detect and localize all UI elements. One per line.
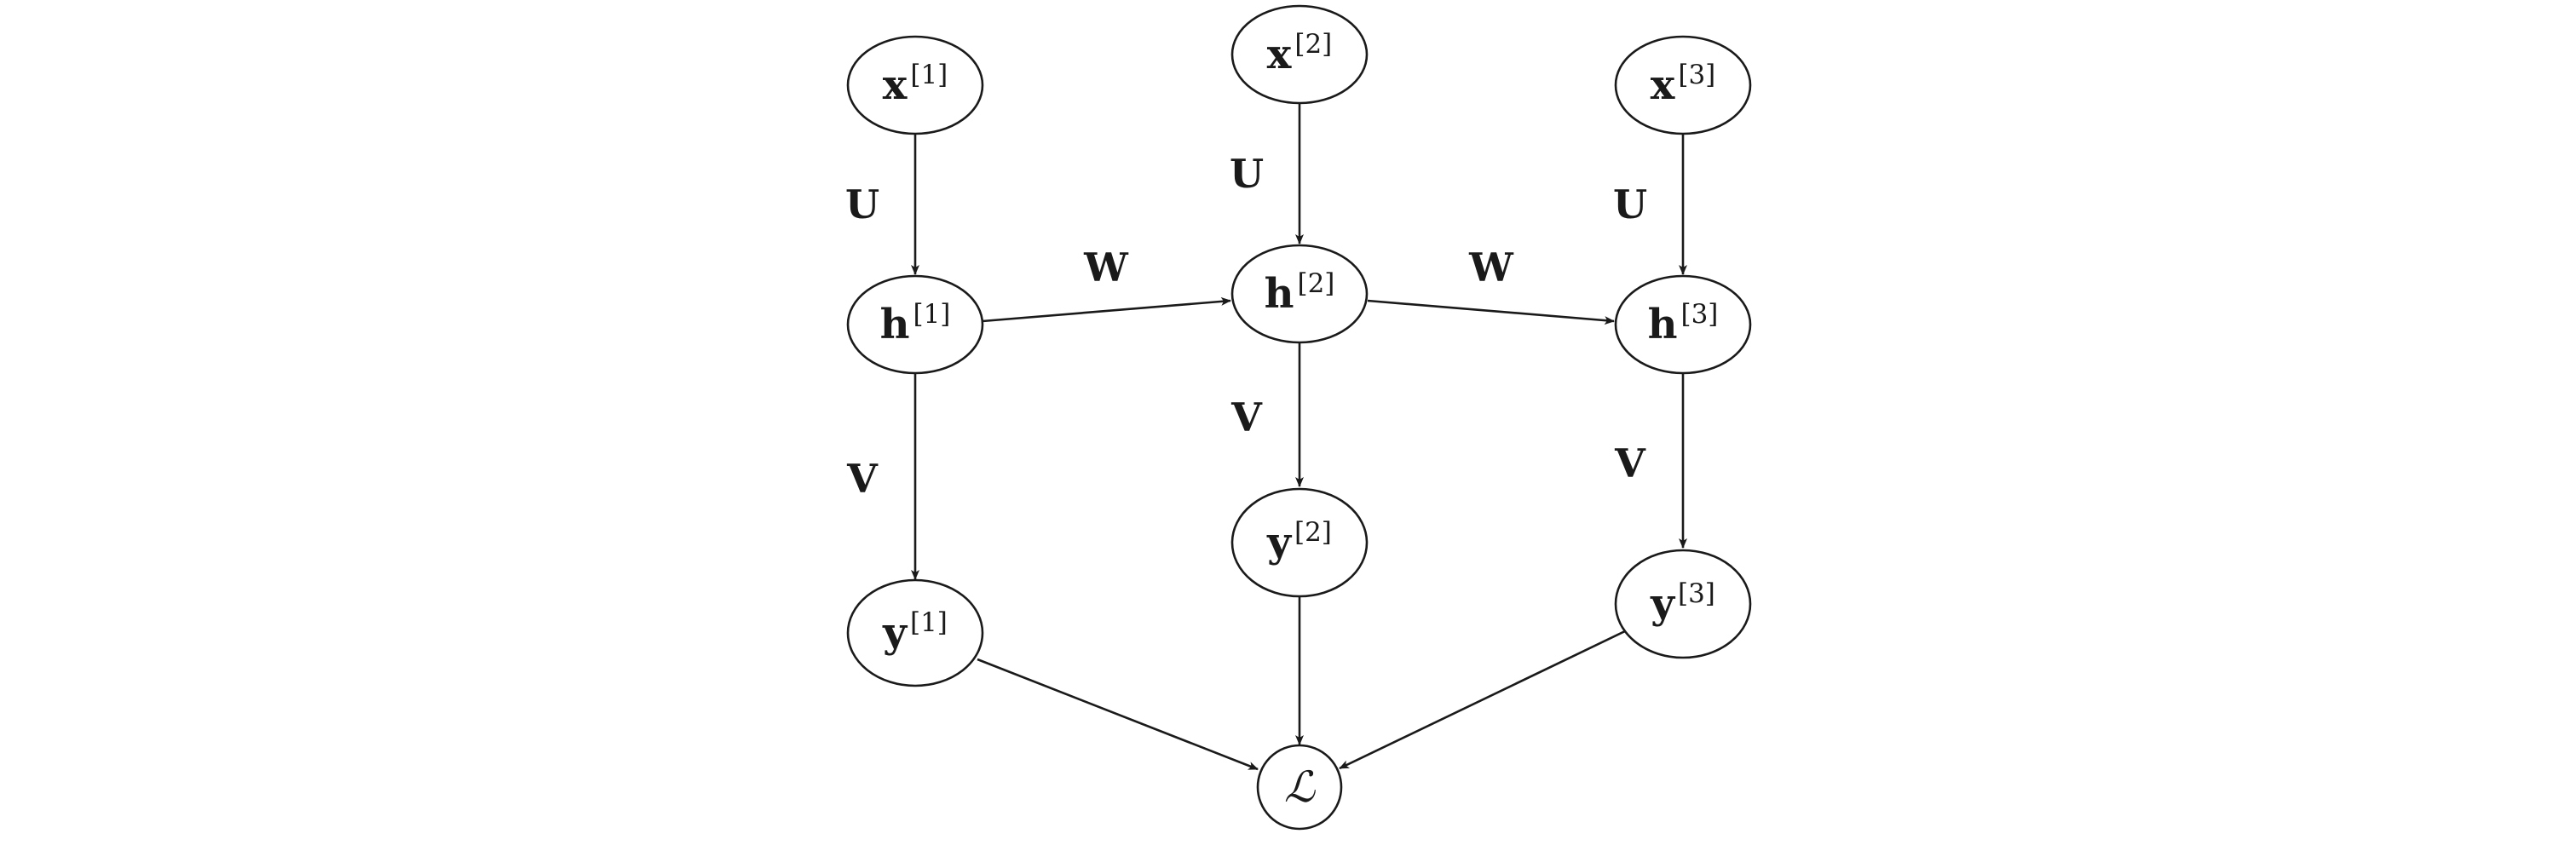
edge-label-w12: W xyxy=(1083,244,1129,290)
node-x2: x[2] xyxy=(1230,4,1369,105)
node-x1-ellipse xyxy=(846,35,984,135)
node-x3-label: x[3] xyxy=(1651,60,1716,109)
edge-label-v1: V xyxy=(846,456,879,502)
edge-label-u3: U xyxy=(1613,181,1647,227)
node-y1-label: y[1] xyxy=(882,607,948,657)
node-x2-sup: [2] xyxy=(1294,29,1332,60)
node-x2-label: x[2] xyxy=(1267,29,1333,78)
node-x2-ellipse xyxy=(1230,4,1369,105)
node-y2-label: y[2] xyxy=(1266,517,1332,566)
node-x3: x[3] xyxy=(1614,35,1752,135)
node-h3-ellipse xyxy=(1614,274,1752,375)
node-y1-sup: [1] xyxy=(910,607,948,638)
node-x1-main: x xyxy=(883,61,908,109)
node-y1-main: y xyxy=(882,609,908,657)
node-y1: y[1] xyxy=(846,578,984,687)
node-x2-main: x xyxy=(1267,31,1292,78)
edge-label-w23: W xyxy=(1468,244,1514,290)
node-y2-sup: [2] xyxy=(1294,517,1332,548)
edges xyxy=(911,103,1687,771)
node-y2-ellipse xyxy=(1230,487,1369,598)
node-loss: ℒ xyxy=(1256,744,1343,831)
node-h2-main: h xyxy=(1265,270,1294,318)
node-loss-label: ℒ xyxy=(1284,762,1316,812)
node-h1-ellipse xyxy=(846,274,984,375)
node-h1: h[1] xyxy=(846,274,984,375)
node-h3-label: h[3] xyxy=(1648,299,1719,348)
node-loss-ellipse xyxy=(1256,744,1343,831)
node-x1-label: x[1] xyxy=(883,60,948,109)
node-h2-label: h[2] xyxy=(1265,268,1335,318)
node-h3-main: h xyxy=(1648,301,1678,348)
node-x1-sup: [1] xyxy=(910,60,948,90)
node-h1-label: h[1] xyxy=(880,299,951,348)
edge-h1-h2 xyxy=(982,296,1231,323)
edge-label-u2: U xyxy=(1230,151,1264,197)
node-x3-main: x xyxy=(1651,61,1675,109)
node-h1-sup: [1] xyxy=(913,299,950,330)
node-y1-ellipse xyxy=(846,578,984,687)
edge-label-v2: V xyxy=(1230,394,1263,440)
node-y2-main: y xyxy=(1266,519,1293,566)
node-h1-main: h xyxy=(880,301,910,348)
node-x1: x[1] xyxy=(846,35,984,135)
node-y3-sup: [3] xyxy=(1678,578,1715,609)
node-y2: y[2] xyxy=(1230,487,1369,598)
node-h3: h[3] xyxy=(1614,274,1752,375)
edge-y1-loss xyxy=(977,658,1259,771)
node-h3-sup: [3] xyxy=(1680,299,1718,330)
edge-label-v3: V xyxy=(1614,440,1646,486)
node-x3-ellipse xyxy=(1614,35,1752,135)
edge-label-u1: U xyxy=(845,181,879,227)
node-h2-sup: [2] xyxy=(1297,268,1334,299)
edge-y3-loss xyxy=(1339,630,1626,770)
node-y3-main: y xyxy=(1650,580,1676,628)
edge-h2-h3 xyxy=(1367,299,1615,325)
node-y3: y[3] xyxy=(1614,549,1752,659)
node-y3-label: y[3] xyxy=(1650,578,1715,628)
node-h2-ellipse xyxy=(1230,244,1369,344)
node-y3-ellipse xyxy=(1614,549,1752,659)
node-x3-sup: [3] xyxy=(1678,60,1715,90)
node-h2: h[2] xyxy=(1230,244,1369,344)
edge-labels: U U U W W V V V xyxy=(845,151,1647,502)
